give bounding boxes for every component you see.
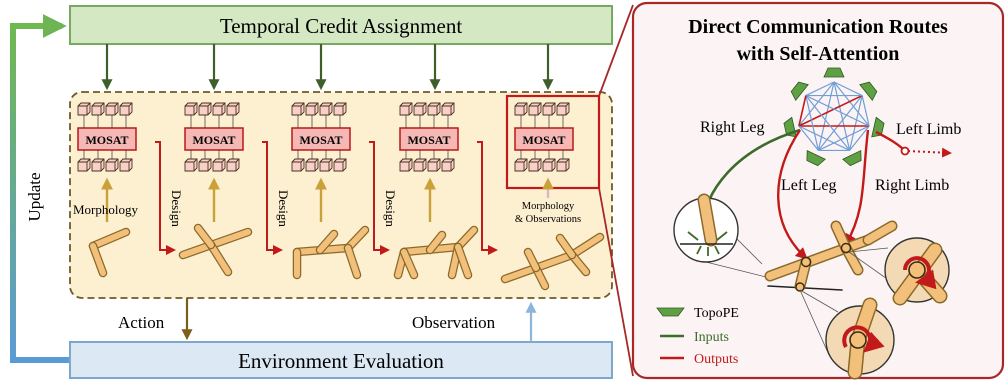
mosat-module-2: MOSAT bbox=[184, 102, 244, 172]
panel-title-line1: Direct Communication Routes bbox=[688, 16, 948, 38]
attention-edge bbox=[861, 95, 870, 127]
morphology-observations-line2: & Observations bbox=[515, 214, 581, 225]
mosat-module-4: MOSAT bbox=[399, 102, 459, 172]
mosat-module-1: MOSAT bbox=[77, 102, 137, 172]
zoom-line bbox=[799, 289, 839, 313]
mosat-label: MOSAT bbox=[299, 133, 342, 147]
mosat-label: MOSAT bbox=[85, 133, 128, 147]
attention-edge bbox=[805, 95, 819, 151]
left-limb-node bbox=[900, 146, 910, 156]
attention-edge bbox=[849, 95, 863, 151]
legend-inputs: Inputs bbox=[694, 330, 729, 345]
attention-edge bbox=[849, 125, 870, 151]
legend: TopoPE Inputs Outputs bbox=[656, 306, 739, 367]
update-label: Update bbox=[25, 172, 44, 221]
action-label: Action bbox=[118, 313, 165, 332]
left-limb-dotted-output bbox=[907, 147, 952, 158]
label-right-leg: Right Leg bbox=[700, 119, 764, 136]
attention-edge bbox=[833, 81, 870, 127]
robot-morphology-5 bbox=[500, 232, 605, 291]
robot-morphology-4 bbox=[393, 225, 479, 280]
morphology-observations-line1: Morphology bbox=[522, 201, 575, 212]
contact-zoom-circle bbox=[673, 193, 739, 263]
credit-arrows bbox=[101, 44, 554, 91]
zoom-connector-top bbox=[598, 4, 634, 97]
panel-title-line2: with Self-Attention bbox=[737, 43, 900, 65]
environment-evaluation-label: Environment Evaluation bbox=[238, 349, 444, 373]
attention-edge bbox=[798, 81, 835, 127]
label-left-leg: Left Leg bbox=[781, 177, 837, 194]
topope-icon bbox=[656, 307, 685, 317]
morphology-label: Morphology bbox=[73, 202, 139, 217]
attention-edge bbox=[805, 95, 851, 151]
morphology-input-arrows bbox=[101, 177, 436, 222]
temporal-credit-box bbox=[69, 5, 613, 45]
topope-marker bbox=[823, 67, 845, 78]
mosat-label: MOSAT bbox=[522, 133, 565, 147]
attention-edge bbox=[798, 94, 863, 127]
topope-marker bbox=[806, 149, 826, 167]
zoom-connector-bottom bbox=[598, 187, 634, 377]
mosat-module-5: MOSAT bbox=[514, 102, 574, 172]
attention-graph bbox=[783, 67, 885, 167]
environment-evaluation-box bbox=[69, 341, 613, 379]
update-loop-arrow bbox=[10, 14, 70, 363]
robot-morphology-1 bbox=[88, 227, 131, 278]
attention-edge bbox=[817, 95, 863, 151]
topope-marker bbox=[859, 81, 878, 101]
observation-label: Observation bbox=[412, 313, 496, 332]
mosat-module-3: MOSAT bbox=[291, 102, 351, 172]
panel-robot bbox=[764, 220, 898, 292]
topope-marker bbox=[871, 116, 885, 138]
legend-outputs: Outputs bbox=[694, 352, 738, 367]
zoom-line bbox=[799, 289, 830, 356]
attention-edge bbox=[833, 81, 851, 151]
design-arrows bbox=[155, 141, 498, 255]
robot-morphology-2 bbox=[178, 223, 253, 277]
joint-zoom-circle-bottom bbox=[825, 297, 895, 380]
label-right-limb: Right Limb bbox=[875, 177, 949, 194]
design-label: Design bbox=[383, 190, 398, 227]
zoom-line bbox=[848, 247, 889, 253]
design-label: Design bbox=[169, 190, 184, 227]
attention-edge bbox=[798, 125, 850, 151]
design-label: Design bbox=[276, 190, 291, 227]
topope-marker bbox=[790, 81, 809, 101]
mosat-label: MOSAT bbox=[407, 133, 450, 147]
mosat-label: MOSAT bbox=[192, 133, 235, 147]
attention-edge bbox=[818, 125, 870, 151]
attention-edge bbox=[798, 95, 807, 127]
output-route-left-leg bbox=[777, 129, 808, 260]
label-left-limb: Left Limb bbox=[896, 121, 961, 138]
temporal-credit-label: Temporal Credit Assignment bbox=[220, 14, 462, 38]
robot-morphology-3 bbox=[292, 225, 370, 280]
topope-marker bbox=[842, 149, 862, 167]
attention-edge bbox=[817, 81, 835, 151]
output-route-right-limb bbox=[844, 129, 870, 247]
attention-edge bbox=[798, 125, 819, 151]
attention-edge bbox=[805, 95, 870, 127]
attention-edge bbox=[805, 81, 835, 97]
joint-zoom-circle-right bbox=[884, 237, 950, 306]
zoom-line bbox=[705, 261, 771, 279]
legend-topope: TopoPE bbox=[694, 306, 739, 321]
attention-edge bbox=[833, 81, 863, 97]
